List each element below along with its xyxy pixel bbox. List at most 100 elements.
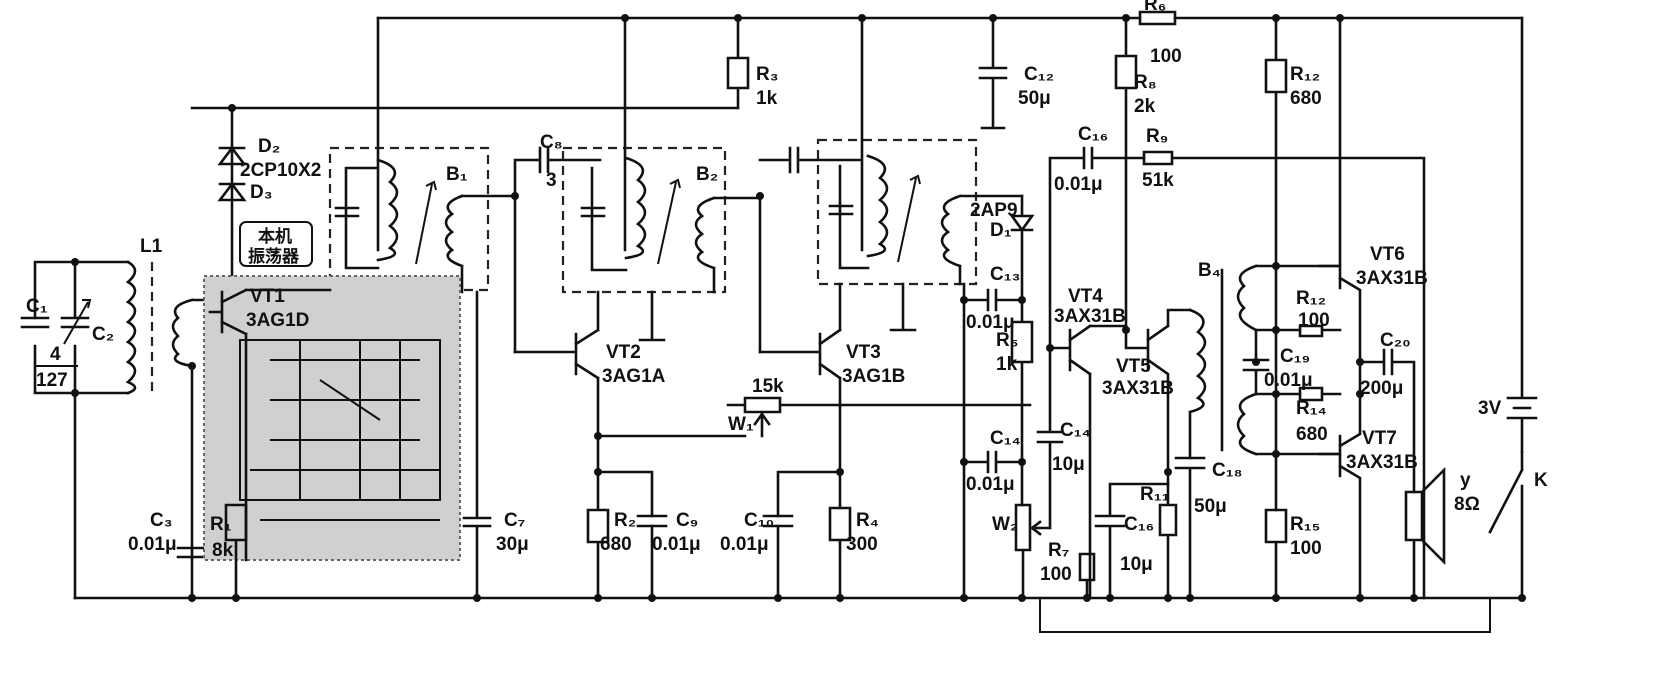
- label-R7-val: 100: [1040, 564, 1072, 585]
- label-VT4: VT4: [1068, 286, 1103, 307]
- label-W1-val: 15k: [752, 376, 784, 397]
- label-C10: C₁₀: [744, 510, 774, 531]
- B1-left-tank: [334, 16, 380, 270]
- B3-primary: [866, 154, 889, 258]
- label-VT2-type: 3AG1A: [602, 366, 666, 387]
- label-C9: C₉: [676, 510, 698, 531]
- R5-body: [1010, 298, 1034, 407]
- label-C1-den: 127: [36, 370, 68, 391]
- label-C7: C₇: [504, 510, 525, 531]
- B3-secondary: [940, 194, 1024, 286]
- label-C14-val: 0.01μ: [966, 474, 1015, 495]
- label-C7-val: 30μ: [496, 534, 529, 555]
- B3-ground: [889, 282, 917, 332]
- label-VT6: VT6: [1370, 244, 1405, 265]
- R15-body: [1264, 508, 1288, 600]
- label-R2-val: 680: [600, 534, 632, 555]
- label-VT2: VT2: [606, 342, 641, 363]
- label-K: K: [1534, 470, 1548, 491]
- label-C8: C₈: [540, 132, 563, 153]
- C8-cap: [513, 146, 602, 354]
- label-R3-val: 1k: [756, 88, 778, 109]
- VT7-symbol: [1318, 392, 1362, 600]
- C14-cap: [962, 403, 1024, 507]
- B2-ground: [638, 290, 666, 342]
- label-D1-type: 2AP9: [970, 200, 1018, 221]
- label-C1-num: 4: [50, 344, 61, 365]
- C7-plates: [462, 290, 492, 600]
- B2-left-tank: [580, 16, 628, 272]
- label-C15: C₁₄: [1060, 420, 1091, 441]
- label-C10-val: 0.01μ: [720, 534, 769, 555]
- D1-diode: [1009, 194, 1035, 302]
- B2-tune: [657, 178, 681, 265]
- C3-plates: [176, 546, 208, 559]
- D3-symbol: [217, 181, 247, 202]
- label-R6: R₆: [1144, 0, 1166, 15]
- B1-secondary: [444, 194, 517, 294]
- B2-primary: [624, 156, 647, 260]
- W1-pot: [726, 194, 1032, 438]
- C9-plates: [636, 514, 668, 528]
- label-W2: W₂: [992, 514, 1018, 535]
- label-C3: C₃: [150, 510, 173, 531]
- W2-pot: [1014, 503, 1050, 600]
- label-C19-val: 0.01μ: [1264, 370, 1313, 391]
- label-C1: C₁: [26, 296, 48, 317]
- label-spk: y: [1460, 470, 1471, 491]
- D2-symbol: [217, 145, 247, 166]
- label-D3: D₃: [250, 182, 273, 203]
- C1-plates: [20, 316, 90, 329]
- label-R11: R₁₁: [1140, 484, 1170, 505]
- B2-secondary: [694, 196, 762, 294]
- label-batt: 3V: [1478, 398, 1502, 419]
- VT1-region-shade: [203, 275, 461, 561]
- label-R4: R₄: [856, 510, 879, 531]
- label-R4-val: 300: [846, 534, 878, 555]
- VT2-emitter-net: [586, 434, 747, 600]
- label-R1-val: 8k: [212, 540, 234, 561]
- junction-dots: [71, 14, 1526, 602]
- label-C13-val: 0.01μ: [966, 312, 1015, 333]
- R3-body: [726, 16, 750, 110]
- VT2-symbol: [513, 290, 600, 438]
- VT3-symbol: [758, 282, 842, 510]
- label-C9-val: 0.01μ: [652, 534, 701, 555]
- label-C15-val: 10μ: [1052, 454, 1085, 475]
- C20-cap: [1358, 348, 1416, 494]
- C17-cap: [1094, 470, 1170, 600]
- label-VT5: VT5: [1116, 356, 1151, 377]
- B3-left-tank: [828, 16, 870, 270]
- label-C16: C₁₆: [1078, 124, 1108, 145]
- label-R9: R₉: [1146, 126, 1168, 147]
- label-C19: C₁₉: [1280, 346, 1310, 367]
- label-C16-val: 0.01μ: [1054, 174, 1103, 195]
- B1-primary: [376, 158, 399, 262]
- label-VT7-type: 3AX31B: [1346, 452, 1418, 473]
- label-R8-val: 2k: [1134, 96, 1156, 117]
- C12-cap: [978, 16, 1008, 130]
- label-VT7: VT7: [1362, 428, 1397, 449]
- label-R12-val: 680: [1290, 88, 1322, 109]
- R1-body: [224, 503, 248, 600]
- label-R2: R₂: [614, 510, 636, 531]
- B1-tune: [415, 180, 437, 265]
- label-D2: D₂: [258, 136, 280, 157]
- label-R14-val: 680: [1296, 424, 1328, 445]
- label-B4: B₄: [1198, 260, 1221, 281]
- label-C20: C₂₀: [1380, 330, 1411, 351]
- return-line: [1039, 598, 1491, 633]
- label-B2: B₂: [696, 164, 718, 185]
- label-R3: R₃: [756, 64, 779, 85]
- label-VT1-type: 3AG1D: [246, 310, 309, 331]
- C11-cap: [758, 146, 862, 174]
- label-B1: B₁: [446, 164, 468, 185]
- label-C3-val: 0.01μ: [128, 534, 177, 555]
- C18-plates: [1174, 456, 1206, 470]
- label-VT4-type: 3AX31B: [1054, 306, 1126, 327]
- R14-body: [1298, 386, 1342, 402]
- osc-label-box: [239, 221, 313, 267]
- label-R9-val: 51k: [1142, 170, 1174, 191]
- label-R5: R₅: [996, 330, 1018, 351]
- VT1-symbol: [208, 288, 332, 562]
